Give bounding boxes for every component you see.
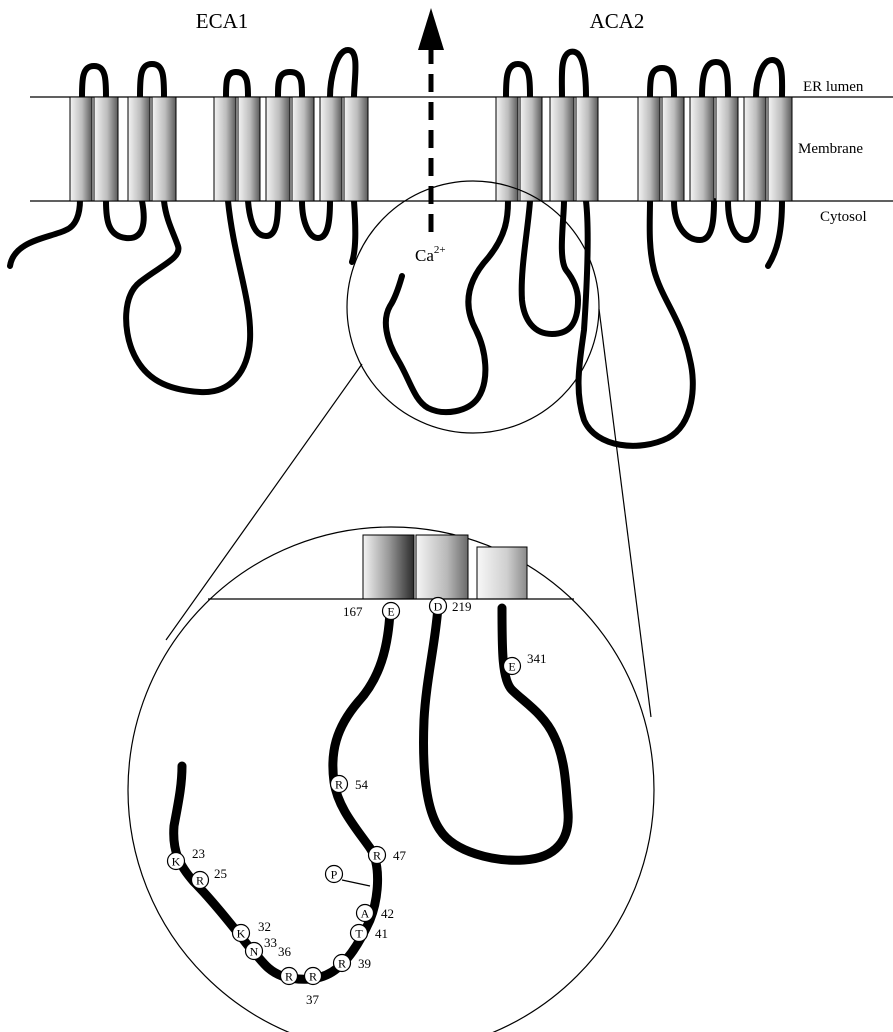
residue-r-54: R 54 bbox=[331, 776, 369, 793]
residue-r-25: R 25 bbox=[192, 866, 228, 889]
residue-e-341: E 341 bbox=[504, 651, 547, 675]
zoom-line-right bbox=[599, 309, 651, 717]
title-aca2: ACA2 bbox=[590, 9, 645, 33]
residue-letter: P bbox=[331, 868, 338, 882]
residue-number: 36 bbox=[278, 944, 292, 959]
zoom-helix-3 bbox=[477, 547, 527, 599]
residue-number: 47 bbox=[393, 848, 407, 863]
residue-letter: K bbox=[172, 855, 181, 869]
residue-letter: R bbox=[373, 849, 381, 863]
residue-letter: R bbox=[338, 957, 346, 971]
residue-r-47: R 47 bbox=[369, 847, 407, 864]
residue-number: 167 bbox=[343, 604, 363, 619]
label-calcium-ion: Ca2+ bbox=[415, 244, 446, 265]
label-cytosol: Cytosol bbox=[820, 209, 867, 225]
residue-number: 42 bbox=[381, 906, 394, 921]
residue-number: 37 bbox=[306, 992, 320, 1007]
residue-letter: R bbox=[309, 970, 317, 984]
residue-number: 25 bbox=[214, 866, 227, 881]
residue-letter: D bbox=[434, 600, 443, 614]
residue-letter: N bbox=[250, 945, 259, 959]
residue-r-37: R 37 bbox=[305, 968, 322, 1008]
residue-e-167: E 167 bbox=[343, 603, 400, 620]
residue-letter: T bbox=[355, 927, 363, 941]
title-eca1: ECA1 bbox=[196, 9, 249, 33]
residue-number: 41 bbox=[375, 926, 388, 941]
residue-letter: K bbox=[237, 927, 246, 941]
zoom-helix-2 bbox=[416, 535, 468, 599]
residue-letter: R bbox=[335, 778, 343, 792]
residue-number: 341 bbox=[527, 651, 547, 666]
label-er-lumen: ER lumen bbox=[803, 79, 864, 95]
residue-p-marker: P bbox=[326, 866, 371, 887]
residue-letter: R bbox=[285, 970, 293, 984]
zoom-helix-1 bbox=[363, 535, 414, 599]
residue-r-36: R 36 bbox=[278, 944, 298, 985]
residue-number: 219 bbox=[452, 599, 472, 614]
residue-n-33: N 33 bbox=[246, 935, 278, 960]
residue-number: 39 bbox=[358, 956, 371, 971]
aca2-helices bbox=[496, 97, 792, 201]
residue-letter: A bbox=[361, 907, 370, 921]
label-membrane: Membrane bbox=[798, 141, 863, 157]
residue-d-219: D 219 bbox=[430, 598, 472, 615]
residue-number: 54 bbox=[355, 777, 369, 792]
residue-number: 32 bbox=[258, 919, 271, 934]
eca1-helices bbox=[70, 97, 368, 201]
calcium-transport-arrow bbox=[418, 8, 444, 232]
residue-letter: E bbox=[387, 605, 394, 619]
residue-letter: R bbox=[196, 874, 204, 888]
residue-letter: E bbox=[508, 660, 515, 674]
residue-number: 33 bbox=[264, 935, 277, 950]
residue-number: 23 bbox=[192, 846, 205, 861]
